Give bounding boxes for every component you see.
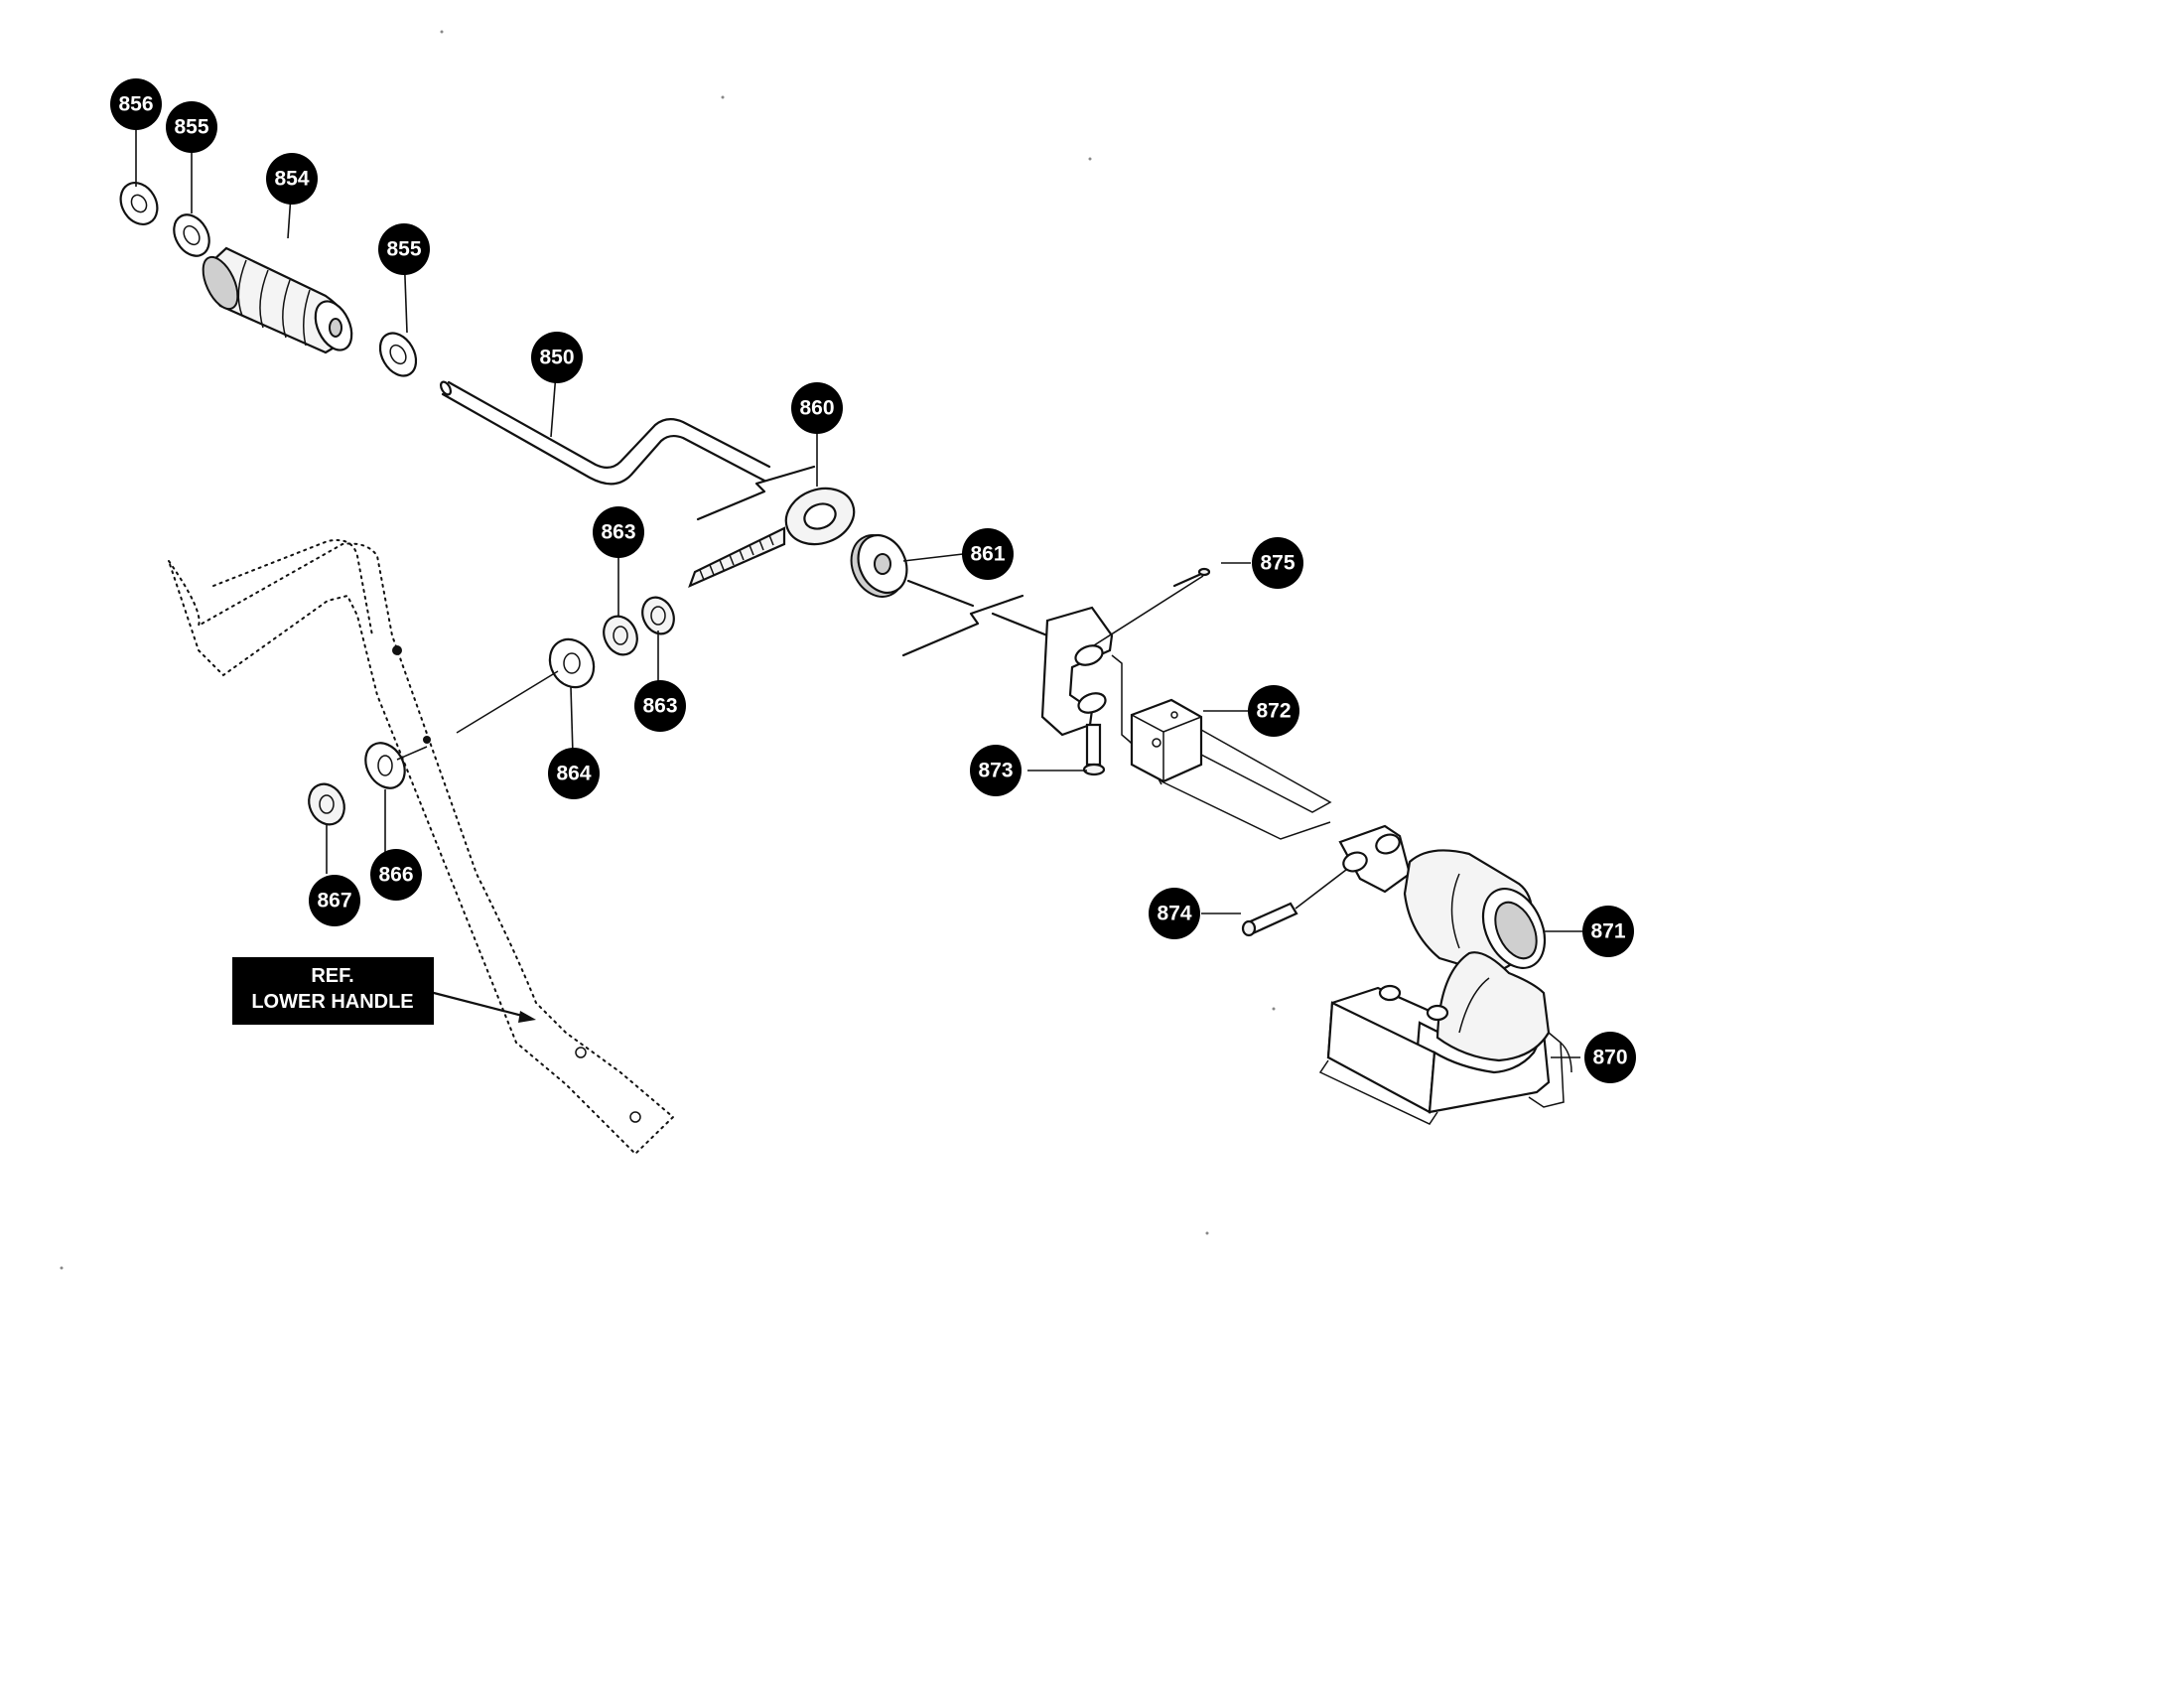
pin-874 [1241,902,1298,937]
washer-855-left [173,213,210,257]
nut-867 [308,782,345,826]
block-872 [1130,698,1203,783]
callout-861: 861 [962,528,1014,580]
svg-text:863: 863 [642,695,677,718]
bolt-line-866 [396,746,428,761]
svg-text:850: 850 [539,347,574,369]
nut-863-upper [603,615,638,656]
svg-text:855: 855 [386,238,421,261]
svg-text:860: 860 [799,397,834,420]
callout-855-right: 855 [378,223,430,275]
svg-text:874: 874 [1157,903,1191,925]
clevis-bracket [1040,606,1162,785]
callout-871: 871 [1582,906,1634,957]
callout-863-bottom: 863 [634,680,686,732]
svg-text:863: 863 [601,521,635,544]
handle-grip-854 [202,246,353,354]
eye-bolt-860 [688,487,856,589]
svg-text:870: 870 [1592,1047,1627,1069]
washer-864 [548,637,596,689]
pin-875 [1172,567,1211,588]
svg-text:872: 872 [1256,700,1291,723]
bolt-873 [1082,723,1106,776]
lower-handle-outline [168,539,675,1156]
bracket-870 [1318,951,1572,1125]
callout-855-top: 855 [166,101,217,153]
svg-text:866: 866 [378,864,413,887]
svg-text:864: 864 [556,763,591,785]
scan-specks [60,30,1276,1270]
reference-label-line1: REF. [311,965,353,987]
callout-866: 866 [370,849,422,901]
callout-872: 872 [1248,685,1299,737]
crank-rod-850 [439,380,816,521]
shift-fork-871 [1338,824,1547,975]
washer-861 [850,534,908,598]
washer-866 [364,742,406,789]
reference-label-line2: LOWER HANDLE [251,991,413,1013]
callout-867: 867 [309,875,360,926]
svg-text:867: 867 [317,890,351,912]
assembly-line-left [456,670,559,734]
svg-text:875: 875 [1260,552,1295,575]
callout-864: 864 [548,748,600,799]
callout-854: 854 [266,153,318,205]
shift-rod [901,579,1049,657]
washer-856 [119,182,159,225]
reference-label: REF. LOWER HANDLE [232,957,536,1025]
callout-875: 875 [1252,537,1303,589]
callout-863-top: 863 [593,506,644,558]
svg-text:856: 856 [118,93,153,116]
leader-lines [135,106,1582,1058]
callout-873: 873 [970,745,1022,796]
svg-text:861: 861 [970,543,1005,566]
svg-text:854: 854 [274,168,309,191]
nut-863-lower [641,596,675,635]
svg-text:873: 873 [978,760,1013,782]
callout-874: 874 [1149,888,1200,939]
svg-text:855: 855 [174,116,208,139]
callout-870: 870 [1584,1032,1636,1083]
washer-855-right [378,332,418,377]
callout-850: 850 [531,332,583,383]
callout-860: 860 [791,382,843,434]
block-assembly-lines [1160,729,1332,840]
callout-856: 856 [110,78,162,130]
svg-text:871: 871 [1590,920,1625,943]
